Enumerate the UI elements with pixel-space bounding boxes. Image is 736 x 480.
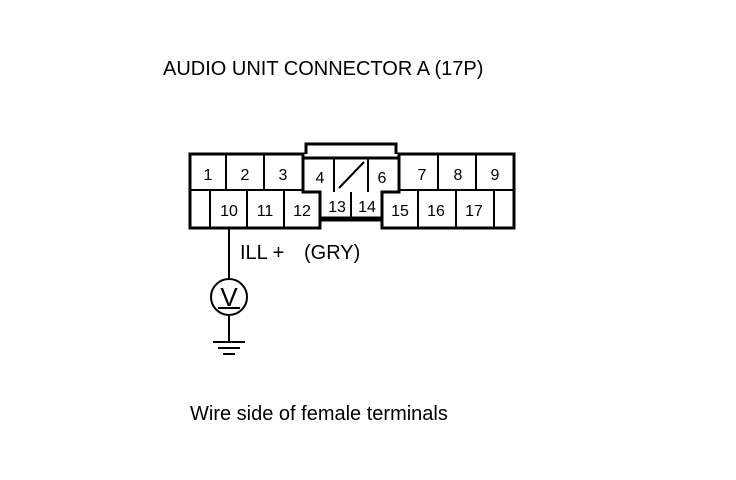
meter-symbol: V — [220, 282, 238, 312]
pin-8: 8 — [454, 167, 463, 184]
pin-14: 14 — [358, 199, 376, 216]
pin-15: 15 — [391, 203, 409, 220]
pin-1: 1 — [204, 167, 213, 184]
ground-icon — [213, 341, 245, 355]
pin-6: 6 — [378, 170, 387, 187]
pin-2: 2 — [241, 167, 250, 184]
pin-10: 10 — [220, 203, 238, 220]
wire-label: ILL + — [240, 242, 284, 264]
pin-4: 4 — [316, 170, 325, 187]
pin-16: 16 — [427, 203, 445, 220]
connector-title: AUDIO UNIT CONNECTOR A (17P) — [163, 58, 483, 80]
pin-9: 9 — [491, 167, 500, 184]
pin-17: 17 — [465, 203, 483, 220]
pin-11: 11 — [257, 203, 274, 220]
blocked-cavity-slash — [338, 161, 365, 189]
pin-3: 3 — [279, 167, 288, 184]
pin-7: 7 — [418, 167, 427, 184]
connector-outline — [188, 142, 516, 230]
pin-12: 12 — [293, 203, 311, 220]
caption: Wire side of female terminals — [190, 403, 448, 425]
voltmeter-icon: V — [210, 278, 248, 316]
wire-color-label: (GRY) — [304, 242, 360, 264]
pin-13: 13 — [328, 199, 346, 216]
